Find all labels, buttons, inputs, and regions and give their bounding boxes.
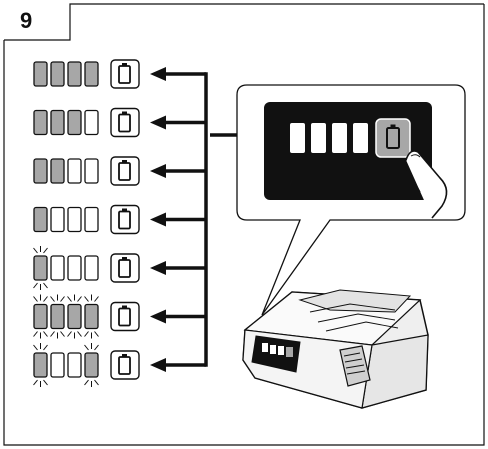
arrow-left	[150, 67, 206, 81]
led-unlit	[50, 255, 65, 281]
indicator-row	[33, 246, 140, 290]
battery-button-icon	[110, 204, 140, 235]
blink-marks	[33, 294, 48, 339]
figure-frame	[3, 3, 485, 446]
led-lit	[50, 303, 65, 330]
battery-button-icon	[110, 107, 140, 138]
led-lit	[33, 158, 48, 184]
battery-button-icon	[110, 59, 140, 89]
arrow-left	[150, 164, 206, 178]
led-lit	[50, 109, 65, 136]
led-lit	[33, 255, 48, 281]
arrow-left	[150, 358, 206, 372]
led-lit	[33, 206, 48, 233]
indicator-row	[33, 59, 140, 89]
led-unlit	[50, 206, 65, 233]
battery-button-icon	[110, 301, 140, 332]
blink-marks	[84, 294, 99, 339]
battery-icon	[386, 124, 400, 149]
check-button[interactable]	[375, 118, 411, 158]
led-unlit	[84, 255, 99, 281]
callout-bubble	[236, 84, 466, 316]
led-unlit	[67, 255, 82, 281]
led-unlit	[67, 206, 82, 233]
led-lit	[84, 352, 99, 378]
blink-marks	[50, 294, 65, 339]
led-unlit	[67, 352, 82, 378]
led-lit	[50, 61, 65, 87]
panel-led	[311, 123, 326, 153]
led-lit	[67, 303, 82, 330]
battery-button-icon	[110, 253, 140, 283]
arrow-left	[150, 309, 206, 324]
led-lit	[33, 109, 48, 136]
step-number-label: 9	[20, 8, 33, 33]
blink-marks	[33, 343, 48, 387]
bracket-arrows	[150, 67, 208, 372]
led-lit	[84, 61, 99, 87]
battery-button-icon	[110, 350, 140, 380]
led-lit	[67, 61, 82, 87]
arrow-left	[150, 212, 206, 227]
battery-button-icon	[110, 156, 140, 186]
blink-marks	[84, 343, 99, 387]
panel-led	[332, 123, 347, 153]
led-unlit	[84, 158, 99, 184]
indicator-rows	[33, 59, 140, 387]
battery-pack-illustration	[242, 289, 429, 409]
pack-leds	[262, 343, 293, 357]
panel-led	[353, 123, 368, 153]
indicator-row	[33, 343, 140, 387]
finger-press-icon	[404, 150, 448, 219]
led-unlit	[67, 158, 82, 184]
led-unlit	[50, 352, 65, 378]
indicator-row	[33, 107, 140, 138]
panel-led	[290, 123, 305, 153]
arrow-left	[150, 115, 206, 130]
indicator-row	[33, 294, 140, 339]
indicator-row	[33, 156, 140, 186]
indicator-row	[33, 204, 140, 235]
led-lit	[33, 352, 48, 378]
led-lit	[84, 303, 99, 330]
led-lit	[67, 109, 82, 136]
led-lit	[33, 303, 48, 330]
panel-leds	[290, 123, 368, 153]
led-unlit	[84, 109, 99, 136]
led-lit	[33, 61, 48, 87]
led-lit	[50, 158, 65, 184]
led-unlit	[84, 206, 99, 233]
arrow-left	[150, 261, 206, 275]
blink-marks	[67, 294, 82, 339]
blink-marks	[33, 246, 48, 290]
